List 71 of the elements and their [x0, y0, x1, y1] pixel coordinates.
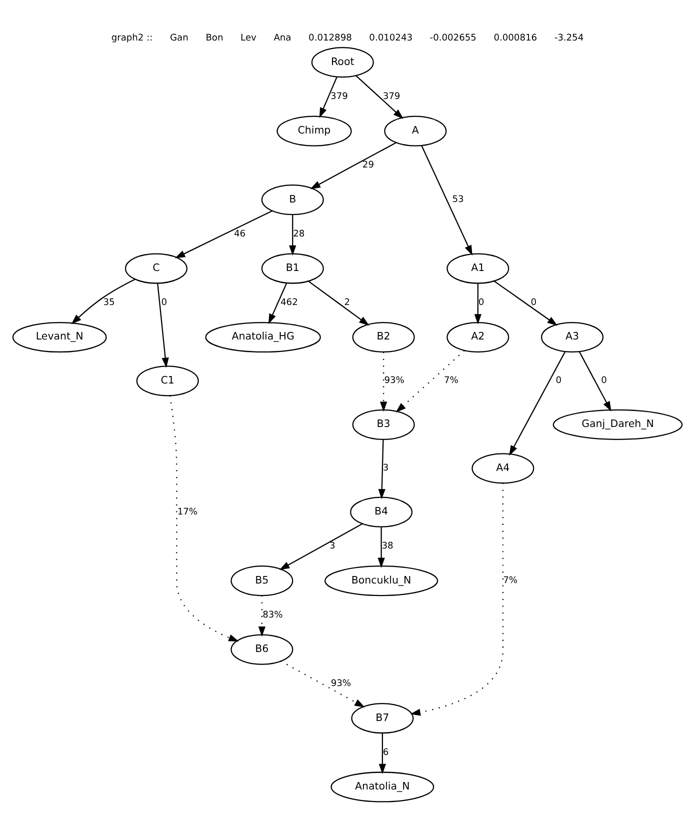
arrow: [578, 351, 612, 412]
node-ellipse: Anatolia_HG: [205, 322, 321, 353]
edge-label: 0: [601, 376, 607, 386]
arrow: [280, 660, 365, 708]
arrow: [494, 280, 558, 326]
node-ellipse: Root: [311, 47, 374, 78]
node-ellipse: B7: [351, 702, 414, 734]
node-ellipse: A1: [446, 253, 510, 284]
edge-label: 462: [280, 298, 298, 308]
edge-label: 7%: [444, 376, 458, 386]
arrow: [308, 280, 370, 326]
edge-label: 0: [530, 298, 536, 308]
node-ellipse: Ganj_Dareh_N: [552, 409, 683, 440]
arrow: [268, 282, 288, 324]
edge-label: 93%: [330, 679, 352, 690]
arrow: [174, 210, 273, 258]
edge-label: 379: [382, 92, 400, 102]
edge-label: 7%: [503, 576, 518, 586]
edge-label: 38: [382, 542, 394, 552]
arrow: [356, 75, 404, 119]
arrow: [421, 145, 472, 256]
arrow: [289, 214, 296, 256]
edge-label: 6: [382, 748, 389, 758]
node-ellipse: C1: [136, 366, 199, 396]
edge-label: 3: [330, 542, 336, 552]
edge-label: 83%: [262, 610, 283, 620]
edge-label: 0: [478, 298, 484, 308]
node-ellipse: B4: [350, 496, 413, 528]
edge-label: 0: [556, 376, 562, 386]
arrow: [71, 278, 136, 324]
edge-label: 93%: [384, 376, 404, 386]
edge-label: 379: [330, 92, 348, 102]
node-ellipse: B1: [261, 253, 324, 284]
node-ellipse: B: [261, 184, 324, 216]
arrow: [396, 350, 465, 412]
arrow: [474, 283, 482, 324]
node-ellipse: B2: [352, 322, 415, 353]
edge-label: 2: [344, 298, 350, 308]
arrow: [258, 595, 266, 637]
edge-label: 0: [161, 298, 168, 308]
arrow: [310, 142, 396, 190]
arrow: [319, 76, 338, 118]
node-ellipse: Chimp: [276, 116, 352, 146]
node-ellipse: A2: [446, 322, 510, 353]
arrow: [279, 523, 363, 570]
node-ellipse: B5: [230, 566, 294, 596]
node-ellipse: A3: [541, 322, 604, 353]
arrow: [509, 351, 566, 456]
diagram-title: graph2 :: Gan Bon Lev Ana 0.012898 0.010243 -0.002655 0.000816 -3.254: [111, 33, 584, 44]
node-ellipse: Anatolia_N: [330, 772, 434, 802]
edge-label: 3: [382, 464, 389, 474]
edge-label: 29: [362, 160, 374, 171]
edge-label: 28: [293, 229, 305, 240]
edge-label: 17%: [177, 507, 198, 518]
arrow: [378, 526, 385, 568]
arrow: [410, 482, 504, 716]
node-ellipse: A: [384, 116, 447, 146]
node-ellipse: B6: [230, 634, 294, 665]
arrow: [378, 439, 386, 500]
edge-label: 35: [103, 298, 115, 308]
arrow: [378, 732, 386, 774]
arrow: [380, 352, 388, 412]
node-ellipse: A4: [472, 453, 534, 484]
node-ellipse: Boncuklu_N: [324, 566, 438, 596]
node-ellipse: Levant_N: [12, 322, 107, 353]
node-ellipse: C: [124, 253, 188, 284]
node-ellipse: B3: [352, 409, 415, 440]
arrow: [169, 396, 239, 642]
arrow: [157, 283, 169, 368]
edge-label: 53: [452, 194, 464, 205]
edge-label: 46: [234, 229, 246, 240]
